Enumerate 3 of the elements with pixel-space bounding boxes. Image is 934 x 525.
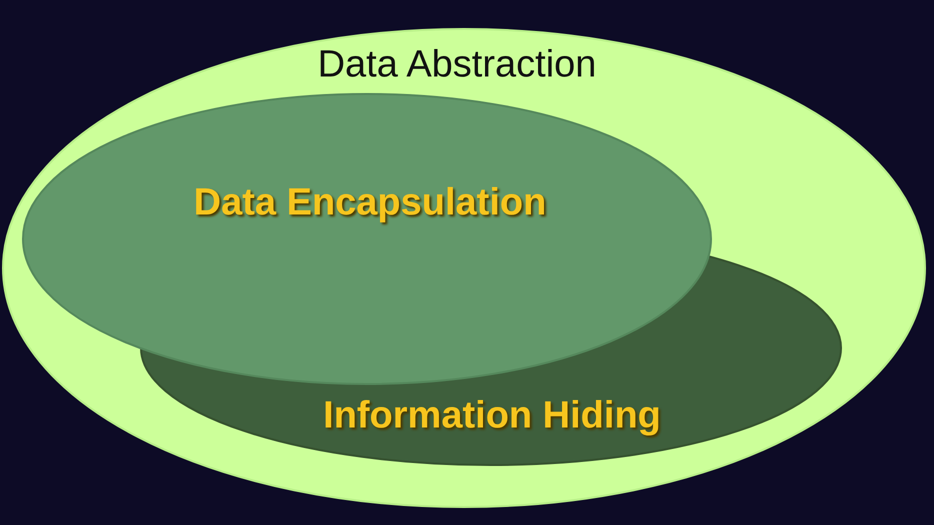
set-label: Information Hiding bbox=[323, 394, 661, 438]
set-label: Data Abstraction bbox=[318, 44, 596, 86]
set-label: Data Encapsulation bbox=[194, 182, 546, 224]
